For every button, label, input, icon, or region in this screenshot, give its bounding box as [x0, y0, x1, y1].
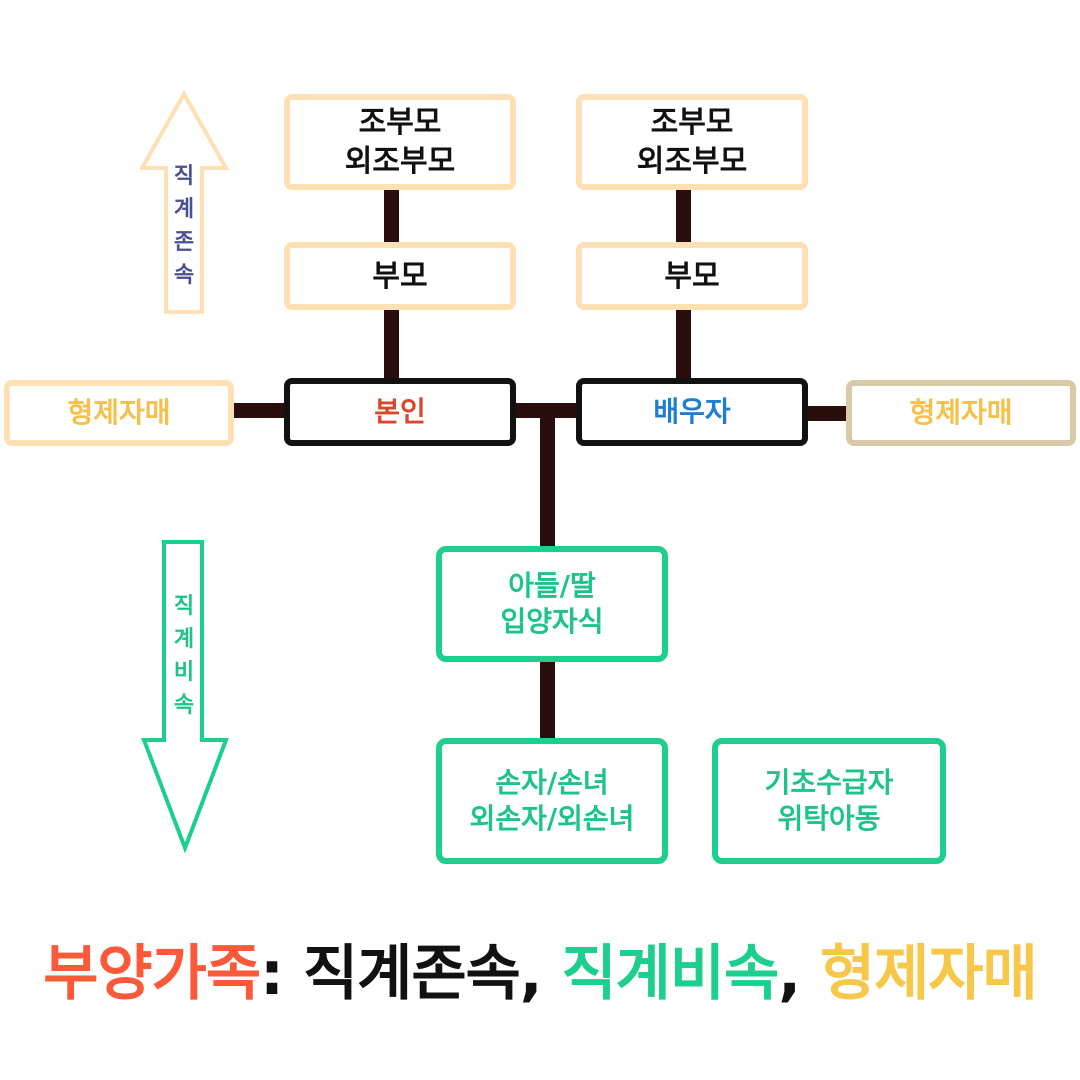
title-part-siblings: 형제자매	[819, 939, 1038, 1009]
connector-right-grandparents-parents	[676, 188, 691, 244]
connector-spouse-sibling	[808, 406, 850, 421]
title-colon: :	[260, 939, 303, 1009]
right-parents-box: 부모	[576, 242, 808, 310]
left-siblings-label: 형제자매	[67, 395, 171, 429]
right-grandparents-line-2: 외조부모	[636, 144, 748, 179]
ascendant-char-2: 계	[173, 197, 195, 222]
connector-right-parents-spouse	[676, 308, 691, 380]
left-grandparents-box: 조부모 외조부모	[284, 94, 516, 190]
descendant-char-2: 계	[173, 627, 195, 652]
other-dependents-box: 기초수급자 위탁아동	[712, 738, 946, 864]
connector-couple-children	[540, 415, 555, 551]
descendant-arrow-label: 직 계 비 속	[166, 590, 202, 722]
left-parents-label: 부모	[372, 258, 428, 294]
left-grandparents-line-2: 외조부모	[344, 144, 456, 179]
connector-self-spouse	[514, 403, 580, 418]
right-parents-label: 부모	[664, 258, 720, 294]
descendant-char-3: 비	[173, 660, 195, 685]
descendant-arrow-icon	[141, 540, 229, 854]
grandchildren-line-1: 손자/손녀	[495, 765, 609, 799]
right-grandparents-box: 조부모 외조부모	[576, 94, 808, 190]
self-label: 본인	[374, 394, 426, 428]
spouse-label: 배우자	[653, 394, 731, 428]
title-sep-2: ,	[778, 939, 820, 1009]
children-line-1: 아들/딸	[508, 568, 596, 602]
title-part-ascendants: 직계존속	[302, 939, 521, 1009]
children-box: 아들/딸 입양자식	[436, 546, 668, 662]
ascendant-char-4: 속	[173, 263, 195, 288]
other-dependents-line-2: 위탁아동	[777, 802, 881, 835]
ascendant-arrow-label: 직 계 존 속	[166, 160, 202, 292]
connector-sibling-self	[232, 403, 286, 418]
left-grandparents-line-1: 조부모	[358, 105, 442, 140]
title-prefix: 부양가족	[43, 939, 261, 1009]
title-sep-1: ,	[519, 939, 562, 1009]
right-siblings-box: 형제자매	[846, 380, 1076, 446]
left-siblings-box: 형제자매	[4, 380, 234, 446]
right-grandparents-line-1: 조부모	[650, 105, 734, 140]
self-box: 본인	[284, 378, 516, 446]
grandchildren-line-2: 외손자/외손녀	[469, 802, 635, 835]
ascendant-char-1: 직	[173, 164, 195, 189]
connector-children-grandchildren	[540, 658, 555, 740]
other-dependents-line-1: 기초수급자	[764, 765, 894, 799]
right-siblings-label: 형제자매	[909, 395, 1013, 429]
descendant-char-4: 속	[173, 693, 195, 718]
left-parents-box: 부모	[284, 242, 516, 310]
ascendant-char-3: 존	[173, 230, 195, 255]
connector-left-parents-self	[384, 308, 399, 380]
title-part-descendants: 직계비속	[561, 939, 779, 1009]
grandchildren-box: 손자/손녀 외손자/외손녀	[436, 738, 668, 864]
descendant-char-1: 직	[173, 594, 195, 619]
ascendant-arrow-icon	[140, 90, 230, 314]
children-line-2: 입양자식	[500, 605, 604, 638]
spouse-box: 배우자	[576, 378, 808, 446]
page-title: 부양가족: 직계존속, 직계비속, 형제자매	[0, 925, 1080, 1012]
connector-left-grandparents-parents	[384, 188, 399, 244]
